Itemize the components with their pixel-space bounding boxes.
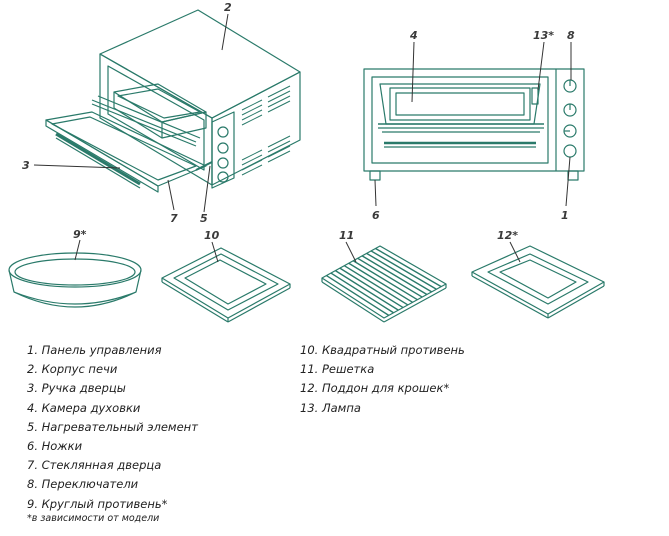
rack-bar	[370, 250, 437, 290]
callout-9: 9*	[73, 228, 87, 241]
rack-bar	[352, 260, 418, 301]
legend-right: 10. Квадратный противень 11. Решетка 12. П…	[300, 341, 465, 418]
leader-lines	[33, 13, 572, 263]
callout-5: 5	[200, 212, 208, 225]
callout-8: 8	[567, 29, 575, 42]
callout-10: 10	[204, 229, 220, 242]
rack-bar	[375, 247, 442, 288]
legend-item: 2. Корпус печи	[27, 362, 118, 377]
rack-bar	[339, 267, 404, 309]
legend-item: 9. Круглый противень*	[27, 496, 168, 511]
footnote: *в зависимости от модели	[27, 513, 160, 524]
callout-13: 13*	[533, 29, 554, 42]
legend-item: 10. Квадратный противень	[300, 343, 465, 357]
callout-4: 4	[409, 29, 418, 42]
perspective-knobs	[211, 111, 235, 189]
rack-bar	[330, 272, 394, 314]
rack-bar	[326, 274, 390, 316]
legend-item: 6. Ножки	[27, 439, 83, 454]
callout-7: 7	[170, 212, 178, 225]
callout-2: 2	[224, 1, 232, 14]
legend-left: 1. Панель управления 2. Корпус печи 3. Руч…	[27, 341, 198, 514]
round-tray-drawing	[8, 252, 142, 308]
legend-item: 11. Решетка	[300, 362, 375, 377]
rack-bar	[357, 257, 423, 298]
legend-item: 12. Поддон для крошек*	[300, 381, 450, 396]
grid-rack-drawing	[321, 245, 447, 323]
square-tray-drawing	[161, 247, 291, 323]
callout-11: 11	[339, 229, 354, 242]
callout-3: 3	[22, 159, 30, 172]
legend-item: 7. Стеклянная дверца	[27, 458, 162, 473]
callout-12: 12*	[497, 229, 518, 242]
legend-item: 4. Камера духовки	[27, 400, 141, 415]
rack-bar	[348, 262, 413, 303]
rack-bar	[366, 252, 433, 293]
legend-item: 1. Панель управления	[27, 343, 162, 357]
oven-front-view-drawing	[363, 68, 585, 181]
rack-bar	[361, 255, 428, 296]
callout-6: 6	[372, 209, 380, 222]
callout-labels: 2 3 5 7 4 13* 8 6 1 9* 10 11 12*	[22, 1, 575, 242]
legend-item: 5. Нагревательный элемент	[27, 419, 198, 434]
oven-perspective-drawing	[45, 9, 301, 193]
rack-bar	[343, 265, 409, 306]
crumb-tray-drawing	[471, 245, 605, 319]
legend-item: 8. Переключатели	[27, 477, 139, 492]
rack-bar	[335, 270, 399, 311]
legend-item: 3. Ручка дверцы	[27, 381, 126, 396]
legend-item: 13. Лампа	[300, 400, 361, 415]
callout-1: 1	[561, 209, 569, 222]
